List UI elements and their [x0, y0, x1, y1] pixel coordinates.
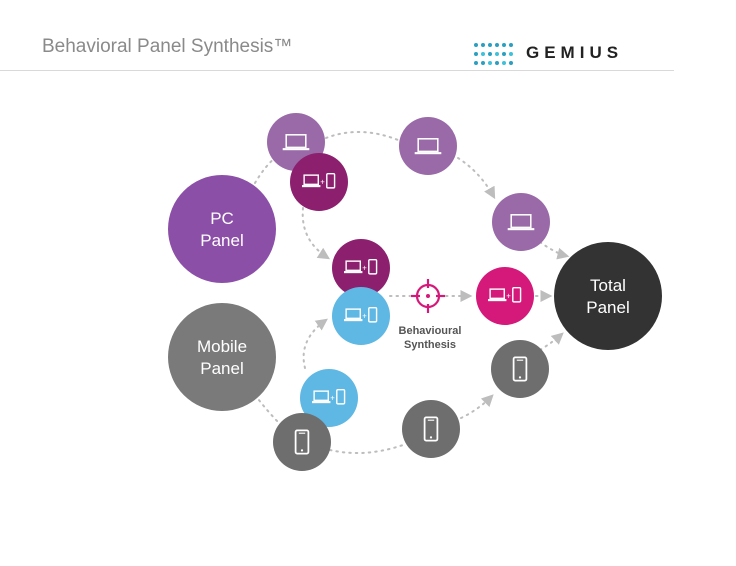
- mobile-phone-node: [273, 413, 331, 471]
- connector-right-phone-to-total: [539, 332, 564, 351]
- mobile-laptop-phone-node: [300, 369, 358, 427]
- mobile-panel-node: Mobile Panel: [168, 303, 276, 411]
- pink-laptop-phone-node: [476, 267, 534, 325]
- synthesis-label-line1: Behavioural: [399, 325, 462, 337]
- connector-bottom-to-right-phone: [460, 394, 494, 419]
- connector-top-to-right-laptop: [457, 157, 496, 200]
- crosshair-target-icon: [411, 279, 445, 313]
- pc-laptop-phone-node: [290, 153, 348, 211]
- total-panel-label-line2: Panel: [586, 298, 629, 317]
- center-blue-laptop-phone-node: [332, 287, 390, 345]
- pc-panel-node: PC Panel: [168, 175, 276, 283]
- synthesis-label-line2: Synthesis: [404, 339, 456, 351]
- total-panel-node: Total Panel: [554, 242, 662, 350]
- connector-lines: [254, 130, 570, 454]
- pc-panel-label-line1: PC: [210, 209, 234, 228]
- connector-mobile-phone-to-blue: [302, 318, 328, 369]
- connector-mobile-to-phone: [254, 394, 281, 425]
- pc-panel-label-line2: Panel: [200, 231, 243, 250]
- total-panel-label-line1: Total: [590, 276, 626, 295]
- slide-title: Behavioral Panel Synthesis™: [42, 36, 293, 57]
- gemius-dots-logo: [474, 43, 513, 65]
- mobile-panel-label-line2: Panel: [200, 359, 243, 378]
- connector-right-laptop-to-total: [539, 241, 570, 260]
- gemius-logo: GEMIUS: [473, 42, 618, 66]
- title-divider: [0, 70, 674, 71]
- bottom-phone-node: [402, 400, 460, 458]
- center-laptop-phone-node: [332, 239, 390, 297]
- connector-phone-to-bottom-phone: [329, 444, 404, 454]
- right-laptop-node: [492, 193, 550, 251]
- connector-pc-to-laptop: [254, 156, 277, 184]
- mobile-panel-label-line1: Mobile: [197, 337, 247, 356]
- logo-wordmark: GEMIUS: [526, 43, 624, 62]
- connector-pc-to-center: [301, 207, 331, 260]
- connector-laptop-to-top: [325, 130, 399, 141]
- right-phone-node: [491, 340, 549, 398]
- top-laptop-node: [399, 117, 457, 175]
